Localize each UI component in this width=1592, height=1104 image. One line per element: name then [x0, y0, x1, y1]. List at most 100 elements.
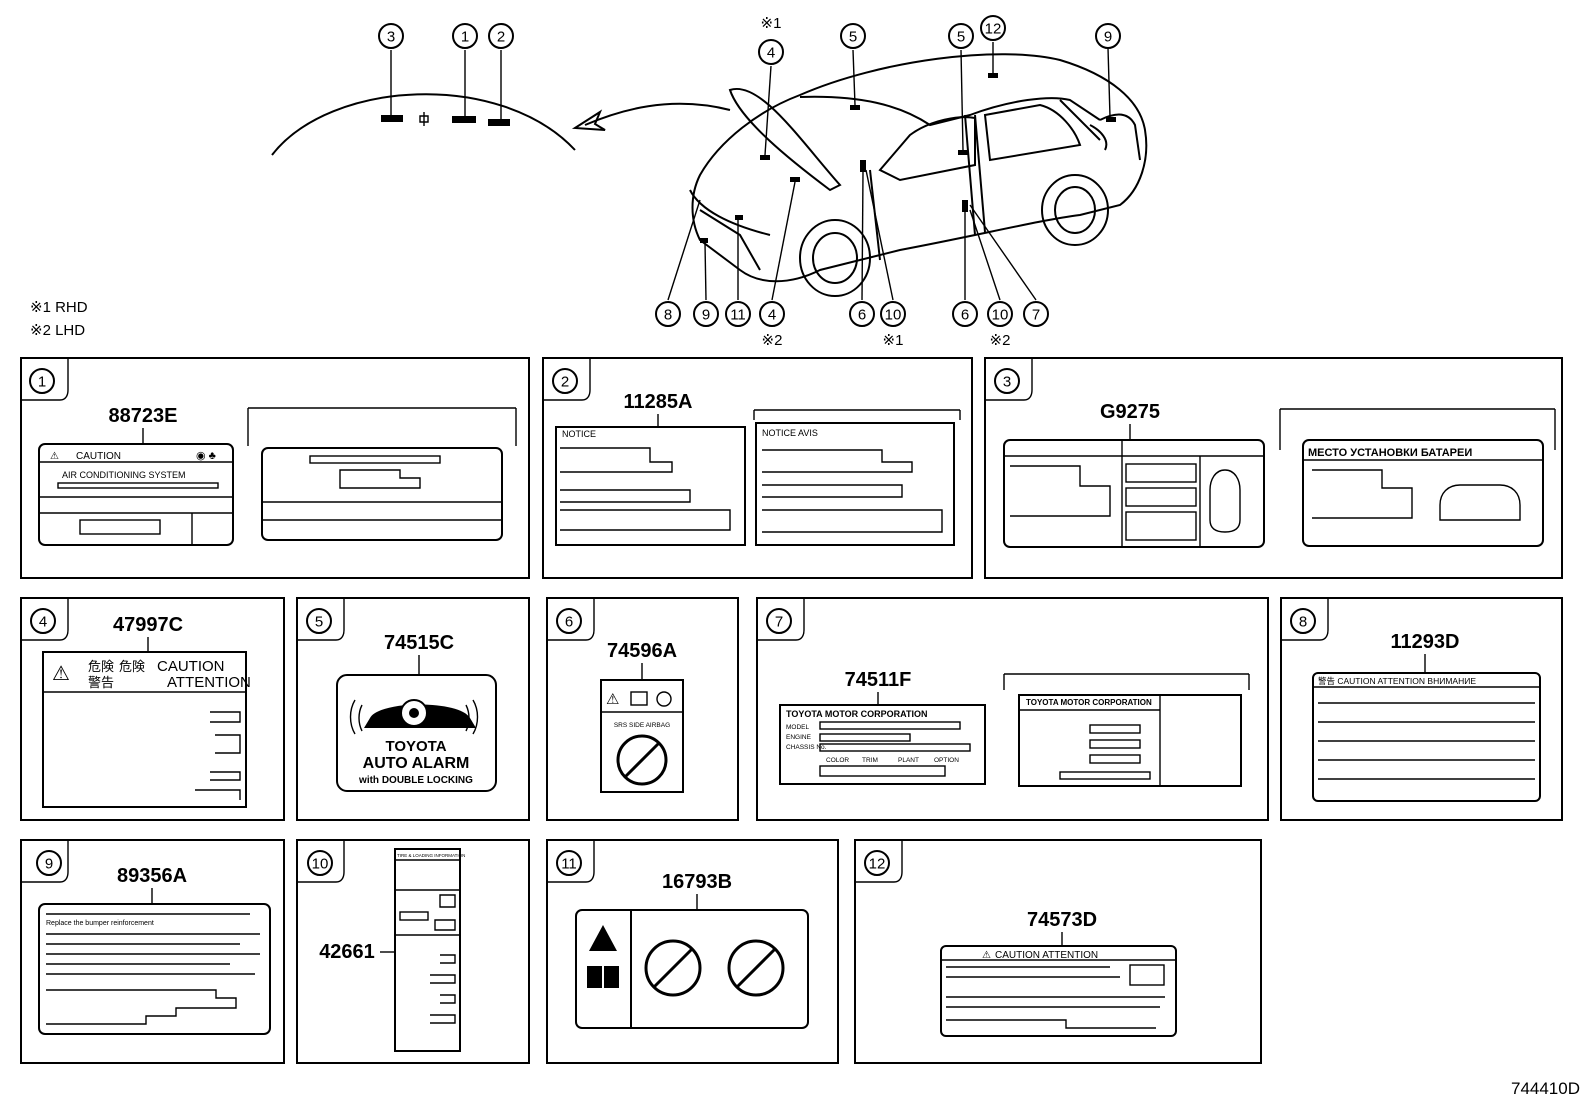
panel-4: 4 47997C ⚠ 危険 危険 警告 CAUTION ATTENTION — [20, 597, 285, 821]
panel-7-part-number: 74511F — [845, 669, 912, 691]
callout-9-top: 9 — [1095, 23, 1121, 49]
car-illustration — [667, 42, 1148, 301]
panel-2-part-number: 11285A — [624, 391, 693, 413]
svg-text:6: 6 — [961, 307, 969, 324]
panel-1-icons: ◉ ♣ — [196, 450, 216, 462]
panel-12-head: CAUTION ATTENTION — [995, 950, 1098, 961]
panel-8-head: 警告 CAUTION ATTENTION ВНИМАНИЕ — [1318, 676, 1476, 686]
svg-text:2: 2 — [497, 29, 505, 46]
panel-5-number: 5 — [315, 614, 323, 631]
svg-text:12: 12 — [985, 21, 1002, 38]
panel-3-number: 3 — [1003, 374, 1011, 391]
panel-3: 3 G9275 МЕСТО УСТАНОВКИ БАТАРЕИ — [984, 357, 1563, 579]
callout-6-b: 6 — [952, 301, 978, 327]
svg-text:6: 6 — [858, 307, 866, 324]
panel-10-top-text: TIRE & LOADING INFORMATION — [397, 853, 465, 858]
svg-text:⚠: ⚠ — [982, 950, 991, 961]
panel-6-srs-text: SRS SIDE AIRBAG — [614, 722, 670, 729]
svg-text:5: 5 — [957, 29, 965, 46]
mark-rhd-top: ※1 — [761, 15, 782, 32]
roof-detail-view — [271, 50, 731, 156]
panel-4-part-number: 47997C — [113, 614, 183, 636]
panel-12: 12 74573D ⚠ CAUTION ATTENTION — [854, 839, 1262, 1064]
overview-callouts: 3 1 2 4 5 5 12 9 8 9 11 4 6 10 6 10 7 ※1… — [378, 15, 1121, 349]
svg-text:COLOR: COLOR — [826, 757, 849, 764]
svg-text:10: 10 — [992, 307, 1009, 324]
callout-4-top: 4 — [758, 39, 784, 65]
note-lhd: ※2 LHD — [30, 322, 85, 339]
panel-11-part-number: 16793B — [662, 871, 732, 893]
svg-text:MODEL: MODEL — [786, 724, 810, 731]
panel-3-battery-location: МЕСТО УСТАНОВКИ БАТАРЕИ — [1308, 447, 1472, 459]
panel-4-jp1: 危険 — [88, 659, 114, 674]
panel-3-part-number: G9275 — [1100, 401, 1160, 423]
panel-10: 10 42661 TIRE & LOADING INFORMATION — [296, 839, 530, 1064]
svg-text:PLANT: PLANT — [898, 757, 919, 764]
panel-11-number: 11 — [561, 856, 577, 873]
svg-text:TRIM: TRIM — [862, 757, 878, 764]
panel-9-line1: Replace the bumper reinforcement — [46, 920, 154, 927]
panel-7-number: 7 — [775, 614, 783, 631]
panel-5-line3: with DOUBLE LOCKING — [358, 775, 473, 786]
panel-2-number: 2 — [561, 374, 569, 391]
svg-text:9: 9 — [702, 307, 710, 324]
callout-6-a: 6 — [849, 301, 875, 327]
panel-7-corp-2: TOYOTA MOTOR CORPORATION — [1026, 698, 1152, 707]
panel-8-part-number: 11293D — [1391, 631, 1460, 653]
panel-9: 9 89356A Replace the bumper reinforcemen… — [20, 839, 285, 1064]
panel-1-part-number: 88723E — [109, 405, 178, 427]
svg-text:8: 8 — [664, 307, 672, 324]
callout-11-bottom: 11 — [725, 301, 751, 327]
panel-1-number: 1 — [38, 374, 46, 391]
callout-12-top: 12 — [980, 15, 1006, 41]
svg-text:9: 9 — [1104, 29, 1112, 46]
svg-text:1: 1 — [461, 29, 469, 46]
figure-id: 744410D — [1511, 1079, 1580, 1098]
panel-6: 6 74596A ⚠ SRS SIDE AIRBAG — [546, 597, 739, 821]
mark-lhd-bottom: ※2 — [762, 332, 783, 349]
panel-5-line2: AUTO ALARM — [363, 755, 470, 772]
callout-5-a: 5 — [840, 23, 866, 49]
callout-3: 3 — [378, 23, 404, 49]
panel-4-attention: ATTENTION — [167, 674, 251, 691]
panel-9-number: 9 — [45, 856, 53, 873]
mark-rhd-bottom: ※1 — [883, 332, 904, 349]
svg-text:4: 4 — [767, 45, 775, 62]
svg-text:⚠: ⚠ — [50, 451, 59, 462]
svg-text:10: 10 — [885, 307, 902, 324]
callout-1: 1 — [452, 23, 478, 49]
note-rhd: ※1 RHD — [30, 299, 88, 316]
panel-9-part-number: 89356A — [117, 865, 187, 887]
callout-10-b: 10 — [987, 301, 1013, 327]
panel-4-number: 4 — [39, 614, 47, 631]
mark-lhd-right: ※2 — [990, 332, 1011, 349]
svg-text:CHASSIS No.: CHASSIS No. — [786, 744, 827, 751]
callout-5-b: 5 — [948, 23, 974, 49]
panel-2-notice: NOTICE — [562, 429, 596, 439]
panel-5-part-number: 74515C — [384, 632, 454, 654]
panel-2: 2 11285A NOTICE NOTICE AVIS — [542, 357, 973, 579]
panel-4-jp3: 警告 — [88, 675, 114, 690]
panel-12-part-number: 74573D — [1027, 909, 1097, 931]
panel-1: 1 88723E ⚠ CAUTION ◉ ♣ AIR CONDITIONING … — [20, 357, 530, 579]
callout-10-a: 10 — [880, 301, 906, 327]
callout-9-bottom: 9 — [693, 301, 719, 327]
panel-8: 8 11293D 警告 CAUTION ATTENTION ВНИМАНИЕ — [1280, 597, 1563, 821]
panel-11: 11 16793B — [546, 839, 839, 1064]
svg-text:5: 5 — [849, 29, 857, 46]
svg-text:ENGINE: ENGINE — [786, 734, 812, 741]
panel-7-corp: TOYOTA MOTOR CORPORATION — [786, 709, 928, 719]
callout-8-bottom: 8 — [655, 301, 681, 327]
panel-2-notice-avis: NOTICE AVIS — [762, 428, 818, 438]
callout-4-bottom: 4 — [759, 301, 785, 327]
svg-text:3: 3 — [387, 29, 395, 46]
panel-6-number: 6 — [565, 614, 573, 631]
panel-4-jp2: 危険 — [119, 659, 145, 674]
svg-text:OPTION: OPTION — [934, 757, 959, 764]
panel-8-number: 8 — [1299, 614, 1307, 631]
panel-10-number: 10 — [312, 856, 329, 873]
panel-6-part-number: 74596A — [607, 640, 677, 662]
panel-10-part-number: 42661 — [319, 941, 375, 963]
svg-text:⚠: ⚠ — [52, 663, 70, 685]
